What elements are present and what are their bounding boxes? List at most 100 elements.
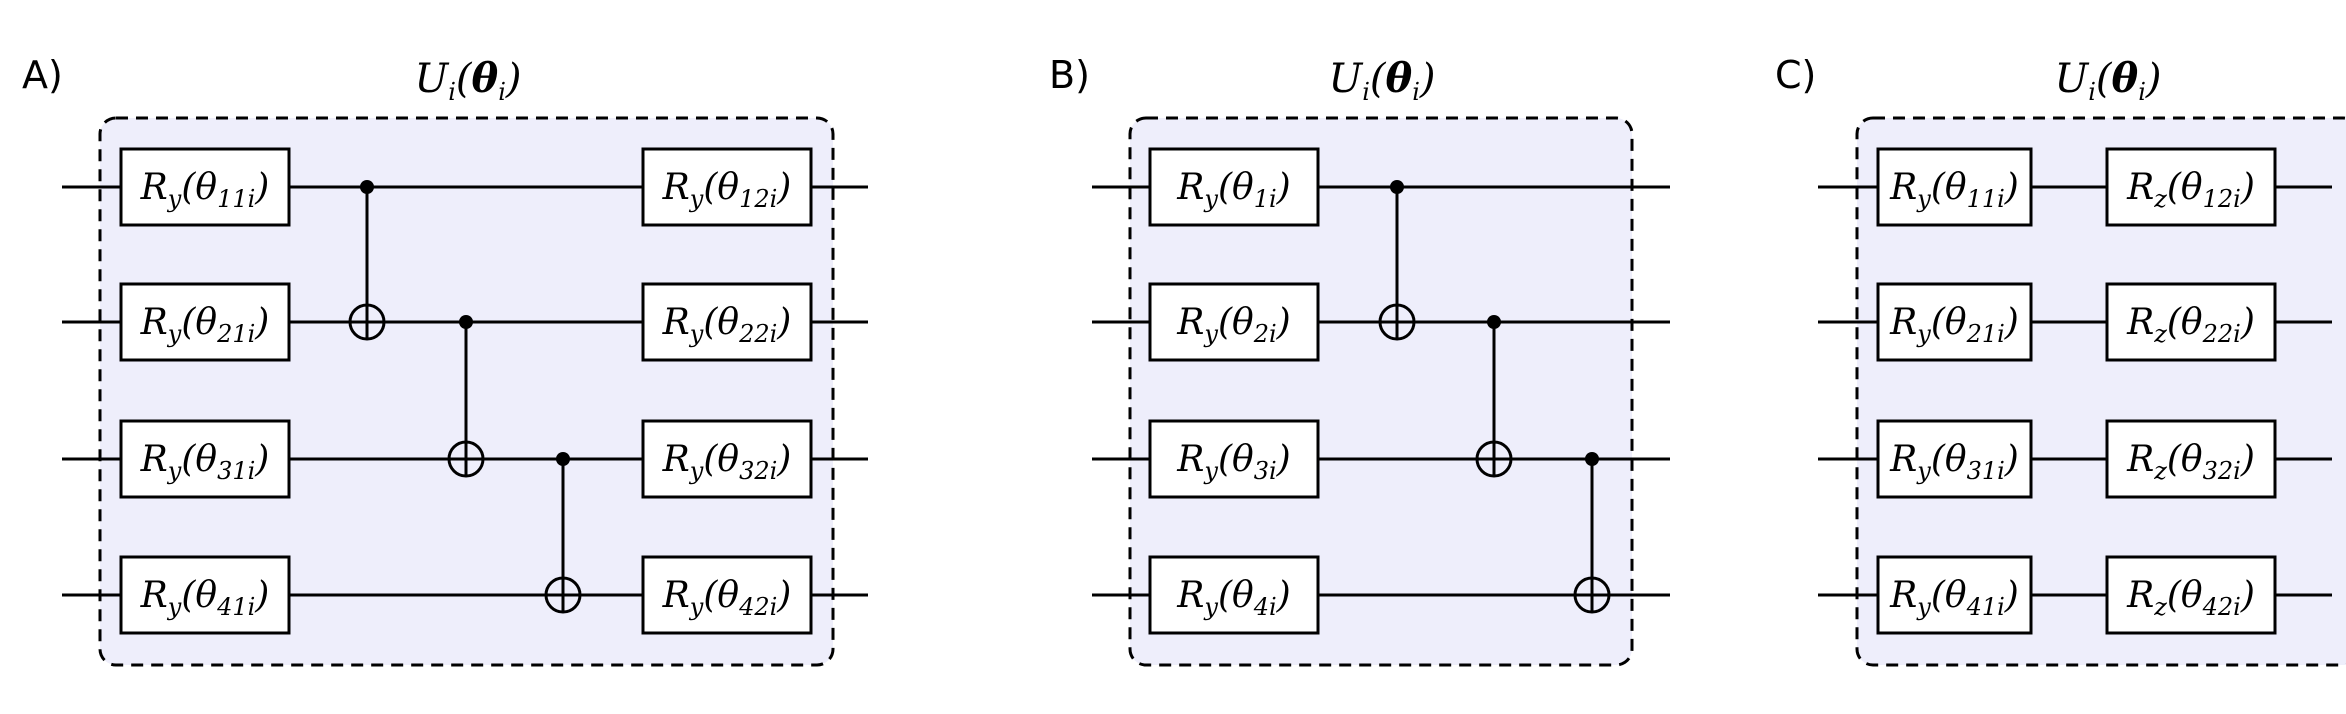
cnot-control-dot: [1487, 315, 1501, 329]
panel-c: C)Ui(θi)Ry(θ11i)Ry(θ21i)Ry(θ31i)Ry(θ41i)…: [1775, 53, 2346, 667]
gate-op-subscript: y: [689, 593, 704, 621]
unitary-subscript: i: [448, 78, 456, 106]
gate-op-subscript: z: [2153, 185, 2167, 213]
cnot-control-dot: [1390, 180, 1404, 194]
gate-op: R: [2126, 439, 2154, 480]
gate-op: R: [2126, 167, 2154, 208]
paren: ): [1419, 56, 1436, 102]
gate-label: Rz(θ12i): [2126, 167, 2255, 213]
gate-param: θ: [717, 575, 739, 616]
gate-op: R: [140, 167, 168, 208]
paren: ): [2240, 302, 2255, 343]
paren: (: [181, 167, 196, 208]
rotation-gate: [641, 147, 813, 227]
cnot-control-dot: [1585, 452, 1599, 466]
gate-param: θ: [2181, 302, 2203, 343]
rotation-gate: [1876, 147, 2033, 227]
paren: ): [254, 575, 269, 616]
unitary-symbol: U: [415, 56, 450, 102]
paren: ): [776, 575, 791, 616]
gate-op-subscript: y: [167, 320, 182, 348]
paren: (: [1931, 439, 1946, 480]
gate-op-subscript: y: [689, 185, 704, 213]
unitary-argument-subscript: i: [498, 78, 506, 106]
gate-op: R: [662, 302, 690, 343]
gate-param: θ: [717, 439, 739, 480]
gate-label: Ry(θ21i): [140, 302, 270, 348]
cnot-control-dot: [360, 180, 374, 194]
gate-op-subscript: y: [167, 593, 182, 621]
panel-label: B): [1049, 53, 1090, 97]
paren: (: [2167, 575, 2182, 616]
paren: ): [254, 302, 269, 343]
gate-op: R: [1889, 575, 1917, 616]
panel-a: A)Ui(θi)Ry(θ11i)Ry(θ21i)Ry(θ31i)Ry(θ41i)…: [22, 53, 868, 667]
unitary-title: Ui(θi): [1329, 55, 1436, 106]
gate-op-subscript: y: [167, 457, 182, 485]
unitary-title: Ui(θi): [2055, 55, 2162, 106]
gate-param: θ: [195, 302, 217, 343]
gate-label: Ry(θ22i): [662, 302, 792, 348]
gate-op: R: [2126, 302, 2154, 343]
gate-label: Ry(θ3i): [1176, 439, 1290, 485]
paren: ): [2004, 167, 2019, 208]
gate-op-subscript: y: [1203, 185, 1218, 213]
rotation-gate: [2105, 282, 2277, 362]
unitary-argument-subscript: i: [1412, 78, 1420, 106]
gate-op: R: [140, 439, 168, 480]
paren: ): [1276, 167, 1291, 208]
paren: ): [2240, 439, 2255, 480]
gate-op: R: [140, 302, 168, 343]
paren: ): [1276, 302, 1291, 343]
gate-param-subscript: 1i: [1254, 185, 1277, 213]
gate-param-subscript: 3i: [1254, 457, 1277, 485]
gate-op-subscript: z: [2153, 457, 2167, 485]
gate-param: θ: [1232, 439, 1254, 480]
paren: (: [703, 575, 718, 616]
gate-op: R: [1176, 575, 1204, 616]
gate-param-subscript: 4i: [1253, 593, 1277, 621]
gate-op: R: [1889, 167, 1917, 208]
paren: (: [181, 575, 196, 616]
paren: (: [1370, 56, 1387, 102]
paren: ): [2004, 439, 2019, 480]
paren: ): [2240, 167, 2255, 208]
paren: ): [505, 56, 522, 102]
paren: (: [1218, 302, 1233, 343]
gate-op-subscript: y: [689, 320, 704, 348]
gate-param-subscript: 42i: [738, 593, 777, 621]
paren: (: [2167, 439, 2182, 480]
gate-param-subscript: 32i: [739, 457, 777, 485]
gate-param: θ: [195, 167, 217, 208]
gate-op-subscript: z: [2153, 593, 2167, 621]
gate-param: θ: [195, 575, 217, 616]
gate-op: R: [662, 439, 690, 480]
unitary-argument-subscript: i: [2138, 78, 2146, 106]
gate-op: R: [140, 575, 168, 616]
gate-op-subscript: z: [2153, 320, 2167, 348]
unitary-title: Ui(θi): [415, 55, 522, 106]
gate-param-subscript: 42i: [2202, 593, 2241, 621]
paren: (: [1931, 302, 1946, 343]
paren: ): [776, 302, 791, 343]
rotation-gate: [641, 282, 813, 362]
gate-param: θ: [1232, 575, 1254, 616]
unitary-subscript: i: [1362, 78, 1370, 106]
gate-op-subscript: y: [689, 457, 704, 485]
paren: ): [2004, 575, 2019, 616]
paren: (: [703, 167, 718, 208]
unitary-block: [1855, 116, 2346, 667]
gate-param: θ: [717, 302, 739, 343]
rotation-gate: [641, 555, 813, 635]
gate-param-subscript: 32i: [2203, 457, 2241, 485]
gate-op-subscript: y: [167, 185, 182, 213]
gate-label: Ry(θ4i): [1176, 575, 1290, 621]
gate-op-subscript: y: [1916, 320, 1931, 348]
rotation-gate: [1876, 282, 2033, 362]
gate-op-subscript: y: [1203, 457, 1218, 485]
gate-op: R: [1889, 439, 1917, 480]
gate-param: θ: [1945, 575, 1967, 616]
paren: (: [1218, 439, 1233, 480]
gate-param-subscript: 41i: [1966, 593, 2005, 621]
rotation-gate: [2105, 555, 2277, 635]
